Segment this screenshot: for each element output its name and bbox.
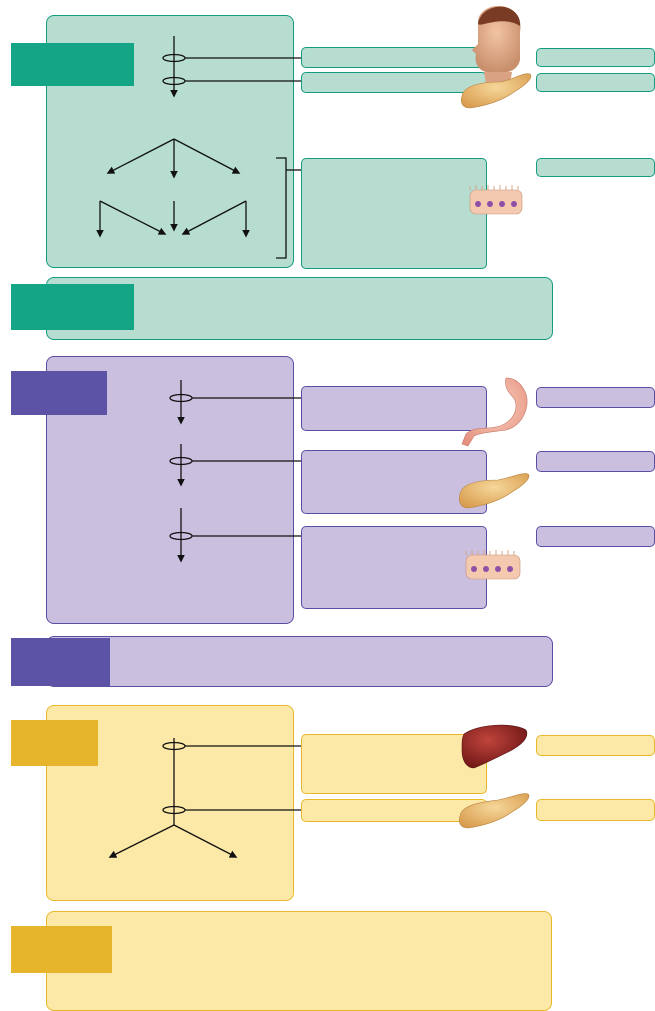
green-sub-2 (99, 200, 167, 235)
green-bracket (276, 157, 287, 259)
purple-callout-1 (301, 386, 487, 431)
intestinal-cells-icon (469, 185, 523, 215)
green-callout-3 (301, 158, 487, 269)
purple-callout-3 (301, 526, 487, 609)
yellow-summary-bar (46, 911, 552, 1011)
green-flow (96, 36, 301, 259)
head-icon (472, 5, 521, 84)
yellow-flow (108, 738, 301, 858)
purple-section-tab (11, 371, 107, 415)
green-branch-right (173, 138, 241, 174)
green-sub-4 (181, 200, 247, 235)
yellow-branch-right (173, 824, 238, 858)
green-branch-left (106, 138, 175, 174)
pancreas-icon (458, 793, 530, 829)
green-summary-tab (11, 284, 134, 330)
yellow-summary-tab (11, 926, 112, 973)
yellow-branch-left (108, 824, 175, 858)
liver-icon (461, 724, 528, 769)
yellow-callout-1 (301, 734, 487, 794)
purple-summary-bar (46, 636, 553, 687)
intestinal-cells-icon (465, 550, 521, 580)
pancreas-icon (458, 473, 530, 509)
yellow-section-tab (11, 720, 98, 766)
purple-summary-tab (11, 638, 110, 686)
green-section-tab (11, 43, 134, 86)
stomach-icon (461, 377, 528, 447)
purple-main-panel (46, 356, 294, 624)
purple-flow (169, 380, 301, 563)
purple-callout-2 (301, 450, 487, 514)
pancreas-icon (460, 73, 532, 109)
